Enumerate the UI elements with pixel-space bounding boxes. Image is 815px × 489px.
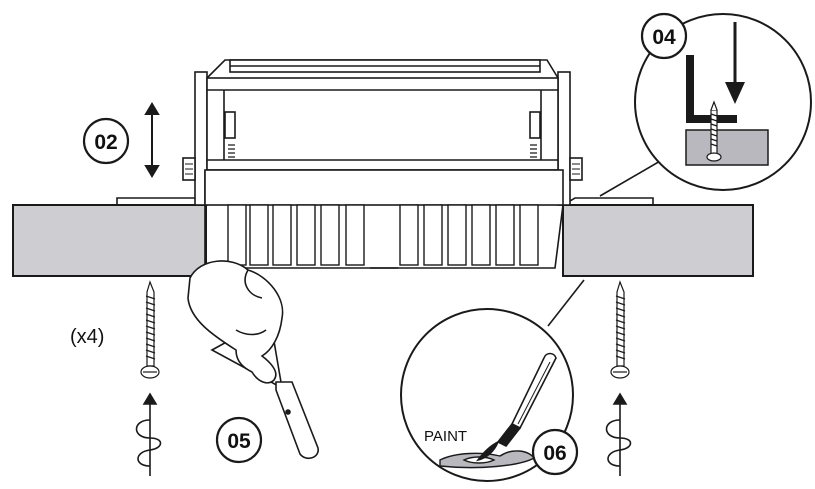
- vertical-double-arrow-icon: [144, 102, 160, 178]
- detail-screw-icon: [706, 100, 722, 162]
- step-02-badge: 02: [82, 117, 130, 165]
- screw-count-label: (x4): [70, 326, 104, 348]
- step-05-number: 05: [227, 430, 251, 453]
- ceiling-panel-left: [12, 204, 207, 277]
- paint-label: PAINT: [424, 428, 467, 445]
- louver-fins: [227, 204, 539, 269]
- paint-tray-icon: [439, 450, 536, 469]
- detail-ceiling-block: [685, 129, 769, 166]
- screw-icon-right: [610, 280, 630, 379]
- step-06-number: 06: [543, 442, 566, 465]
- paint-brush-icon: [476, 352, 557, 462]
- hand-icon: [187, 260, 284, 384]
- step-05-badge: 05: [215, 416, 263, 464]
- step-02-number: 02: [94, 131, 117, 154]
- fixture-housing: [116, 59, 654, 269]
- detail-bracket: [686, 55, 737, 123]
- step-04-number: 04: [652, 26, 676, 49]
- callout-step-06: PAINT 06: [400, 279, 585, 482]
- ceiling-panel-right: [562, 204, 754, 277]
- screwdriver-rotation-icon-right: [605, 392, 632, 476]
- screw-icon-left: [140, 280, 160, 379]
- callout-step-04: 04: [599, 12, 812, 197]
- down-arrow-icon: [725, 22, 745, 104]
- screwdriver-rotation-icon-left: [135, 392, 162, 476]
